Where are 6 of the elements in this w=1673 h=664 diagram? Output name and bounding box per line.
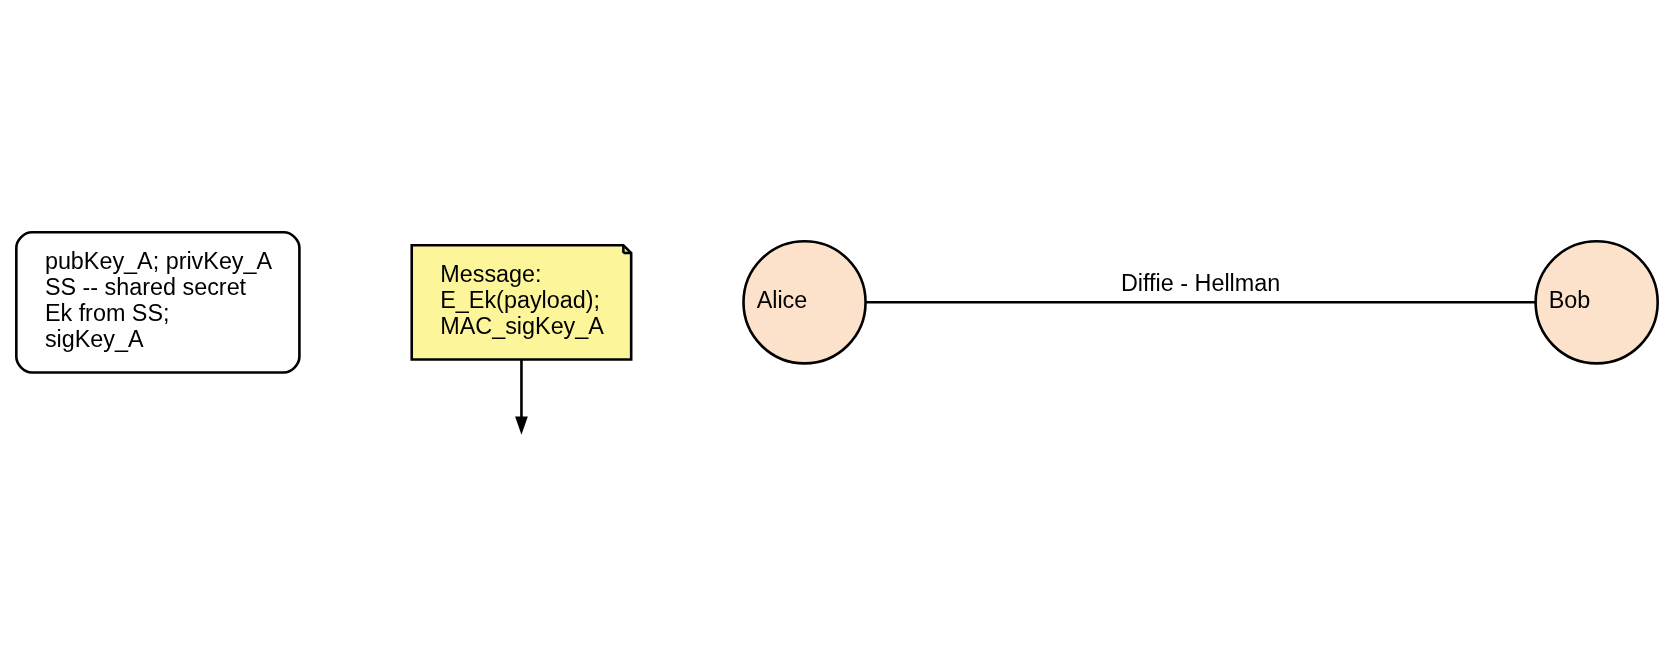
node-box: pubKey_A; privKey_A SS -- shared secret Ek from SS; sigKey_A: [14, 230, 301, 374]
arrow: [514, 359, 528, 435]
node-circle: Alice: [741, 240, 867, 365]
connector: [865, 301, 1535, 304]
edge-label: Diffie - Hellman: [1120, 270, 1280, 297]
node-circle: Bob: [1533, 240, 1659, 365]
